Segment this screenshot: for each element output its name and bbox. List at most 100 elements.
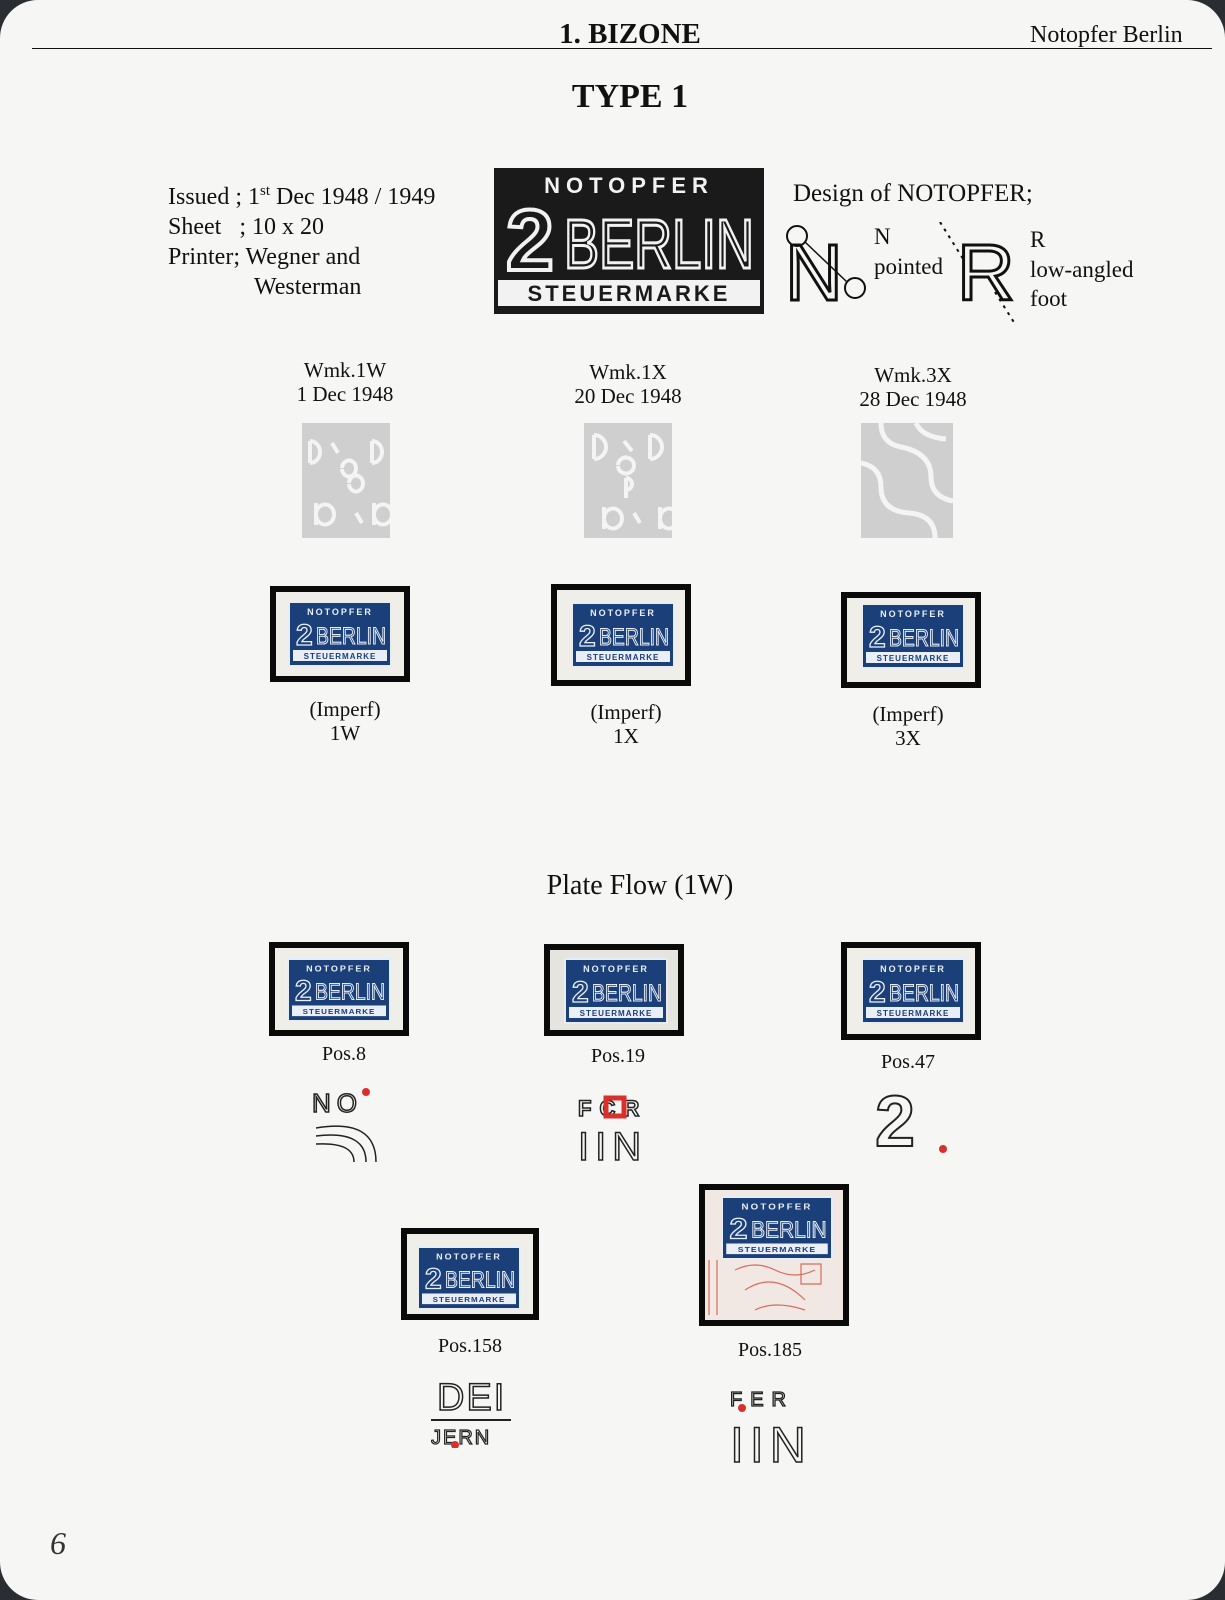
stamp-numeral: 2: [425, 1263, 442, 1295]
red-cancellation: [708, 1260, 822, 1315]
flaw-detail-text: IIN: [578, 1125, 647, 1164]
stamp-top-text: NOTOPFER: [880, 964, 946, 974]
logo-bottom-text: STEUERMARKE: [528, 281, 731, 306]
wmk-caption: Wmk.1W 1 Dec 1948: [265, 358, 425, 406]
wmk-date: 1 Dec 1948: [296, 382, 394, 406]
stamp-top-text: NOTOPFER: [307, 607, 373, 617]
stamp-middle-text: BERLIN: [316, 623, 386, 650]
wmk-code: Wmk.1W: [303, 358, 387, 382]
imperf-code: 1X: [613, 724, 639, 748]
position-label: Pos.185: [738, 1339, 802, 1361]
logo-middle-text: BERLIN: [564, 205, 754, 283]
watermark-3x-image: [861, 423, 953, 538]
logo-top-text: NOTOPFER: [544, 173, 714, 198]
stamp-middle-text: BERLIN: [599, 624, 669, 651]
sheet-line: Sheet ; 10 x 20: [168, 214, 324, 240]
stamp-bottom-band: [866, 652, 960, 663]
design-letter-diagram: N R: [785, 222, 1015, 326]
wmk-date: 28 Dec 1948: [859, 387, 967, 411]
stamp-bottom-band: [569, 1007, 663, 1018]
type-title: TYPE 1: [571, 78, 689, 115]
wmk-caption: Wmk.1X 20 Dec 1948: [548, 360, 708, 408]
stamp-numeral: 2: [869, 976, 886, 1009]
stamp-bottom-text: STEUERMARKE: [877, 1009, 950, 1018]
stamp-middle-text: BERLIN: [592, 980, 662, 1007]
stamp-top-text: NOTOPFER: [306, 964, 372, 974]
flaw-detail-text: DEI: [437, 1377, 506, 1419]
imperf-code: 3X: [895, 726, 921, 750]
page-header-right: Notopfer Berlin: [1030, 22, 1183, 48]
stamp-top-text: NOTOPFER: [590, 608, 656, 618]
r-note: low-angled: [1030, 257, 1134, 282]
stamp-top-text: NOTOPFER: [436, 1252, 502, 1262]
wmk-code: Wmk.3X: [874, 363, 952, 387]
page-number: 6: [50, 1525, 66, 1561]
section-title: 1. BIZONE: [559, 18, 701, 50]
flaw-detail-pos47: 2: [875, 1086, 947, 1156]
logo-numeral: 2: [506, 193, 554, 289]
position-label: Pos.158: [438, 1335, 502, 1357]
header-rule: [32, 48, 1212, 49]
issue-info: Issued ; 1st Dec 1948 / 1949 Sheet ; 10 …: [168, 176, 435, 302]
stamp-bottom-band: [292, 1005, 386, 1017]
stamp-middle-text: BERLIN: [889, 625, 959, 652]
imperf-label: (Imperf): [309, 697, 381, 721]
flaw-detail-text: NO: [312, 1088, 363, 1118]
stamp-bottom-text: STEUERMARKE: [304, 652, 377, 661]
stamp-middle-text: BERLIN: [889, 980, 959, 1007]
stamp-bottom-text: STEUERMARKE: [433, 1295, 506, 1304]
stamp-bottom-band: [866, 1007, 960, 1018]
wmk-caption: Wmk.3X 28 Dec 1948: [833, 363, 993, 411]
notopfer-design-logo: NOTOPFER 2 BERLIN STEUERMARKE: [494, 168, 764, 314]
plate-flow-title: Plate Flow (1W): [546, 870, 734, 901]
imperf-code: 1W: [329, 721, 361, 745]
wmk-date: 20 Dec 1948: [574, 384, 682, 408]
watermark-1x-image: [584, 423, 672, 538]
stamp-bottom-text: STEUERMARKE: [303, 1007, 376, 1016]
position-label: Pos.47: [881, 1051, 935, 1073]
r-note-2: foot: [1030, 286, 1068, 311]
stamp-middle-text: BERLIN: [751, 1218, 827, 1243]
imperf-caption: (Imperf) 1W: [270, 697, 420, 745]
printer-line: Printer; Wegner and: [168, 244, 361, 270]
n-letter-glyph: N: [785, 228, 843, 317]
stamp-top-text: NOTOPFER: [880, 609, 946, 619]
flaw-detail-text: JERN: [431, 1427, 491, 1448]
flaw-detail-pos8: NO: [312, 1088, 377, 1163]
position-label: Pos.8: [322, 1043, 366, 1065]
flaw-detail-text: IIN: [730, 1417, 812, 1466]
flaw-detail-text: 2: [875, 1086, 915, 1156]
stamp-bottom-band: [422, 1293, 516, 1305]
flaw-detail-pos19: FCR IIN: [578, 1095, 647, 1164]
imperf-caption: (Imperf) 3X: [833, 702, 983, 750]
stamp-bottom-band: [293, 650, 387, 661]
flaw-detail-pos158: DEI JERN: [431, 1376, 511, 1448]
stamp-bottom-text: STEUERMARKE: [738, 1246, 816, 1254]
wmk-code: Wmk.1X: [589, 360, 667, 384]
watermark-1w-image: [302, 423, 390, 538]
stamp-numeral: 2: [729, 1212, 747, 1245]
